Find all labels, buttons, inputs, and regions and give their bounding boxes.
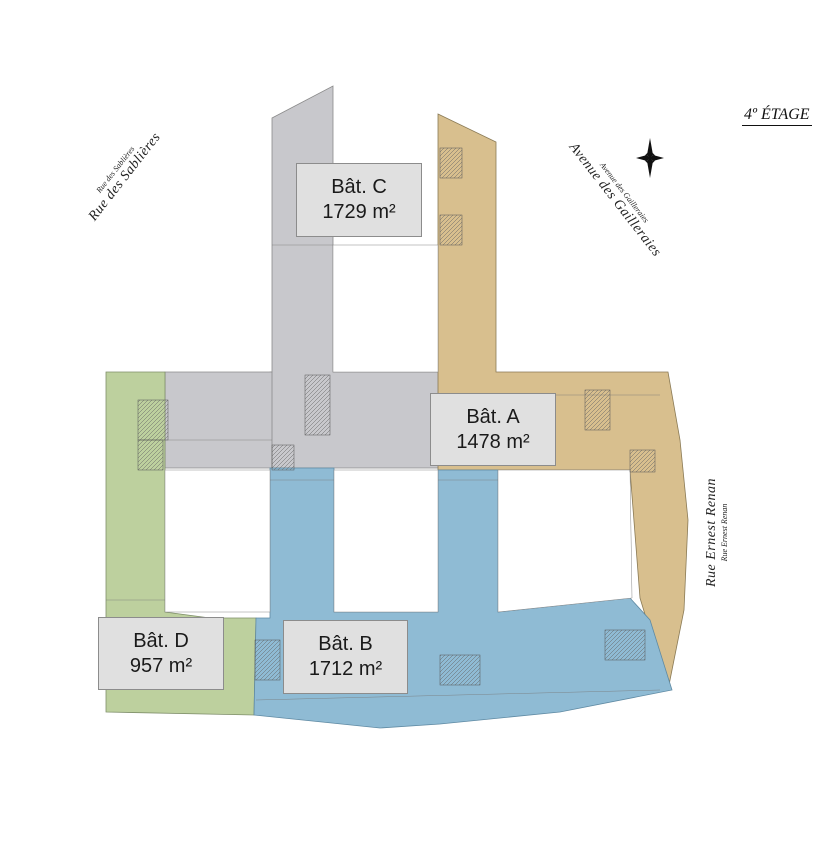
building-area: 1478 m² [456,430,530,453]
building-area: 1729 m² [322,201,396,223]
building-area: 957 m² [129,654,193,677]
building-name: Bât. D [133,629,189,652]
courtyards [164,244,633,613]
building-d-label[interactable]: Bât. D 957 m² [98,617,224,690]
building-area: 1712 m² [308,658,383,680]
compass-rose-icon [636,138,664,178]
floor-title: 4º ÉTAGE [742,106,812,126]
building-name: Bât. A [466,405,520,428]
building-name: Bât. C [331,176,387,198]
building-c-label[interactable]: Bât. C 1729 m² [296,163,422,237]
building-a-label[interactable]: Bât. A 1478 m² [430,393,556,466]
street-label-renan: Rue Ernest Renan Rue Ernest Renan [704,477,730,588]
stair-cores [137,147,656,686]
building-b-label[interactable]: Bât. B 1712 m² [283,620,408,694]
building-name: Bât. B [318,633,373,655]
